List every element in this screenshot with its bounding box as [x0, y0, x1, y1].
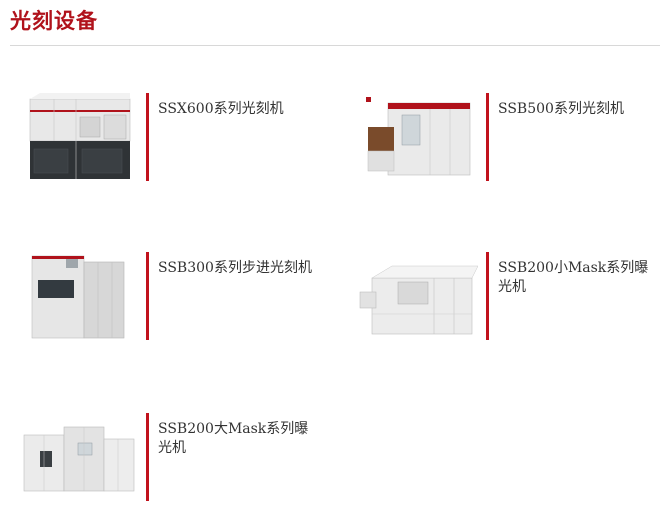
- ssb300-machine-image[interactable]: [18, 252, 138, 347]
- ssb500-machine-image[interactable]: [358, 93, 478, 188]
- product-name[interactable]: SSB200小Mask系列曝光机: [498, 260, 649, 295]
- product-name[interactable]: SSB500系列光刻机: [498, 101, 624, 117]
- title-divider: [10, 45, 660, 46]
- product-card-ssx600[interactable]: SSX600系列光刻机: [18, 93, 318, 188]
- product-accent-bar: [486, 93, 489, 181]
- product-name[interactable]: SSX600系列光刻机: [158, 101, 284, 117]
- product-accent-bar: [146, 93, 149, 181]
- product-card-ssb200-small-mask[interactable]: SSB200小Mask系列曝光机: [358, 252, 658, 347]
- product-accent-bar: [146, 252, 149, 340]
- ssx600-machine-image[interactable]: [18, 93, 138, 188]
- product-card-ssb200-large-mask[interactable]: SSB200大Mask系列曝光机: [18, 413, 318, 508]
- product-name[interactable]: SSB300系列步进光刻机: [158, 260, 312, 276]
- product-accent-bar: [486, 252, 489, 340]
- ssb200-large-mask-machine-image[interactable]: [18, 413, 138, 508]
- product-card-ssb300[interactable]: SSB300系列步进光刻机: [18, 252, 318, 347]
- ssb200-small-mask-machine-image[interactable]: [358, 252, 478, 347]
- product-name[interactable]: SSB200大Mask系列曝光机: [158, 421, 309, 456]
- page-title: 光刻设备: [10, 8, 98, 33]
- product-card-ssb500[interactable]: SSB500系列光刻机: [358, 93, 658, 188]
- product-accent-bar: [146, 413, 149, 501]
